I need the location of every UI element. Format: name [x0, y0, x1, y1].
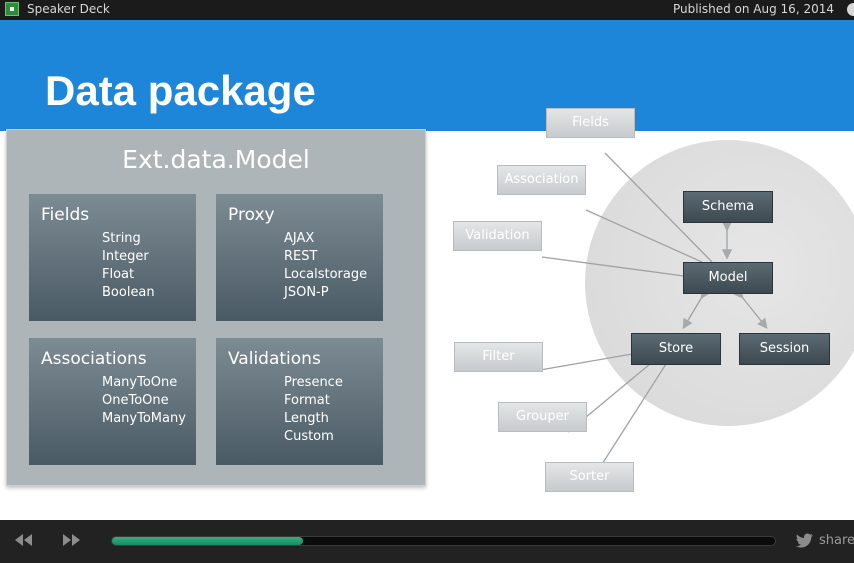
connector-filter — [539, 353, 633, 371]
card-item: Format — [284, 393, 330, 408]
node-store: Store — [631, 333, 721, 365]
card-proxy: Proxy AJAX REST Localstorage JSON-P — [216, 194, 383, 321]
menu-edge-icon[interactable] — [847, 3, 854, 16]
connector-model-session — [733, 287, 768, 330]
card-item: JSON-P — [284, 285, 329, 300]
node-filter: Filter — [454, 342, 543, 372]
node-association: Association — [497, 165, 586, 195]
speakerdeck-logo-icon[interactable] — [5, 2, 19, 16]
card-title: Proxy — [228, 205, 275, 225]
card-associations: Associations ManyToOne OneToOne ManyToMa… — [29, 338, 196, 465]
card-items: String Integer Float Boolean — [102, 230, 155, 302]
connector-association — [585, 209, 703, 263]
card-item: Custom — [284, 429, 334, 444]
data-package-diagram: Fields Association Validation Filter Gro… — [440, 102, 854, 520]
card-item: String — [102, 231, 141, 246]
card-item: ManyToOne — [102, 375, 178, 390]
card-title: Associations — [41, 349, 147, 369]
connector-validation — [541, 256, 685, 277]
node-sorter: Sorter — [545, 462, 634, 492]
published-date: Published on Aug 16, 2014 — [672, 2, 834, 16]
slide: Data package Ext.data.Model Fields Strin… — [0, 20, 854, 520]
node-grouper: Grouper — [498, 402, 587, 432]
card-item: AJAX — [284, 231, 315, 246]
node-validation: Validation — [453, 221, 542, 251]
card-fields: Fields String Integer Float Boolean — [29, 194, 196, 321]
share-label: share — [819, 533, 854, 548]
card-title: Validations — [228, 349, 321, 369]
card-title: Fields — [41, 205, 90, 225]
card-validations: Validations Presence Format Length Custo… — [216, 338, 383, 465]
card-items: Presence Format Length Custom — [284, 374, 343, 446]
progress-fill — [112, 537, 303, 545]
card-item: Length — [284, 411, 329, 426]
card-item: Float — [102, 267, 135, 282]
app-title[interactable]: Speaker Deck — [27, 2, 110, 16]
card-item: Presence — [284, 375, 343, 390]
progress-bar[interactable] — [111, 536, 776, 546]
slide-title: Data package — [45, 67, 316, 114]
connector-model-store — [682, 287, 711, 330]
card-items: ManyToOne OneToOne ManyToMany — [102, 374, 186, 428]
top-bar: Speaker Deck Published on Aug 16, 2014 — [0, 0, 854, 20]
card-item: Boolean — [102, 285, 155, 300]
model-box-title: Ext.data.Model — [122, 145, 310, 174]
node-model: Model — [683, 262, 773, 294]
connector-fields — [604, 152, 713, 263]
card-item: ManyToMany — [102, 411, 186, 426]
node-fields: Fields — [546, 108, 635, 138]
fast-forward-icon[interactable] — [61, 533, 81, 547]
node-schema: Schema — [683, 191, 773, 223]
player-controls: share — [0, 520, 854, 563]
card-item: OneToOne — [102, 393, 169, 408]
card-item: REST — [284, 249, 318, 264]
card-items: AJAX REST Localstorage JSON-P — [284, 230, 367, 302]
twitter-bird-icon — [796, 533, 813, 548]
node-session: Session — [739, 333, 830, 365]
model-box: Ext.data.Model Fields String Integer Flo… — [6, 129, 426, 486]
rewind-icon[interactable] — [14, 533, 34, 547]
card-item: Integer — [102, 249, 149, 264]
slide-banner — [0, 20, 854, 131]
card-item: Localstorage — [284, 267, 368, 282]
